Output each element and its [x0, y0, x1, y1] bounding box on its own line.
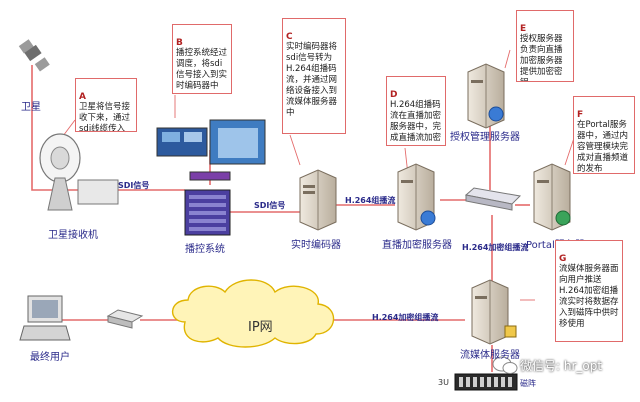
ip-network-label: IP网	[248, 320, 273, 335]
note-a-text: 卫星将信号接收下来，通过sdi线缆传入播控系统	[79, 102, 131, 132]
disk-array-label: 磁阵	[520, 379, 536, 388]
note-f-text: 在Portal服务器中，通过内容管理模块完成对直播频道的发布	[577, 120, 629, 174]
flow-sdi-1: SDI信号	[118, 181, 150, 190]
satellite-receiver-icon	[39, 133, 119, 211]
note-g-text: 流媒体服务器面向用户推送H.264加密组播流实时将数据存入到磁阵中供时移使用	[559, 264, 619, 329]
auth-server-label: 授权管理服务器	[450, 132, 520, 143]
note-b-text: 播控系统经过调度，将sdi信号接入到实时编码器中	[176, 48, 228, 91]
live-encrypt-server-label: 直播加密服务器	[382, 240, 452, 251]
auth-server-icon	[467, 63, 505, 129]
note-b-letter: B	[176, 38, 183, 48]
end-user-label: 最终用户	[30, 352, 70, 363]
note-a-letter: A	[79, 92, 86, 102]
wechat-icon	[492, 356, 518, 374]
note-c-letter: C	[286, 32, 293, 42]
note-e-letter: E	[520, 24, 527, 34]
disk-array-icon	[454, 373, 518, 391]
satellite-label: 卫星	[21, 102, 41, 113]
satellite-receiver-label: 卫星接收机	[48, 230, 98, 241]
broadcast-control-label: 播控系统	[185, 244, 225, 255]
note-e: E授权服务器负责向直播加密服务器提供加密密钥	[516, 10, 574, 82]
note-e-text: 授权服务器负责向直播加密服务器提供加密密钥	[520, 34, 563, 81]
live-encrypt-server-icon	[397, 163, 436, 231]
monitor-wall-icon	[156, 119, 266, 181]
note-f-letter: F	[577, 110, 584, 120]
portal-server-icon	[533, 163, 571, 231]
streaming-server-label: 流媒体服务器	[460, 350, 520, 361]
note-c-text: 实时编码器将sdi信号转为H.264组播码流，并通过网络设备接入到流媒体服务器中	[286, 42, 338, 118]
streaming-server-icon	[471, 279, 517, 345]
end-user-pc-icon	[19, 295, 71, 341]
broadcast-control-icon	[184, 189, 231, 236]
satellite-icon	[18, 39, 50, 72]
ip-network-cloud	[171, 279, 335, 348]
modem-icon	[106, 309, 144, 329]
note-d-text: H.264组播码流在直播加密服务器中，完成直播流加密	[390, 100, 442, 143]
flow-h264-encrypted-2: H.264加密组播流	[372, 313, 439, 322]
realtime-encoder-label: 实时编码器	[291, 240, 341, 251]
flow-h264-encrypted: H.264加密组播流	[462, 243, 529, 252]
watermark-text: 微信号: hr_opt	[520, 359, 603, 373]
network-switch-icon	[464, 187, 522, 211]
flow-sdi-2: SDI信号	[254, 201, 286, 210]
flow-h264-group: H.264组播流	[345, 196, 396, 205]
note-g-letter: G	[559, 254, 567, 264]
note-d-letter: D	[390, 90, 398, 100]
rack-unit-label: 3U	[438, 378, 449, 387]
realtime-encoder-icon	[299, 169, 337, 231]
